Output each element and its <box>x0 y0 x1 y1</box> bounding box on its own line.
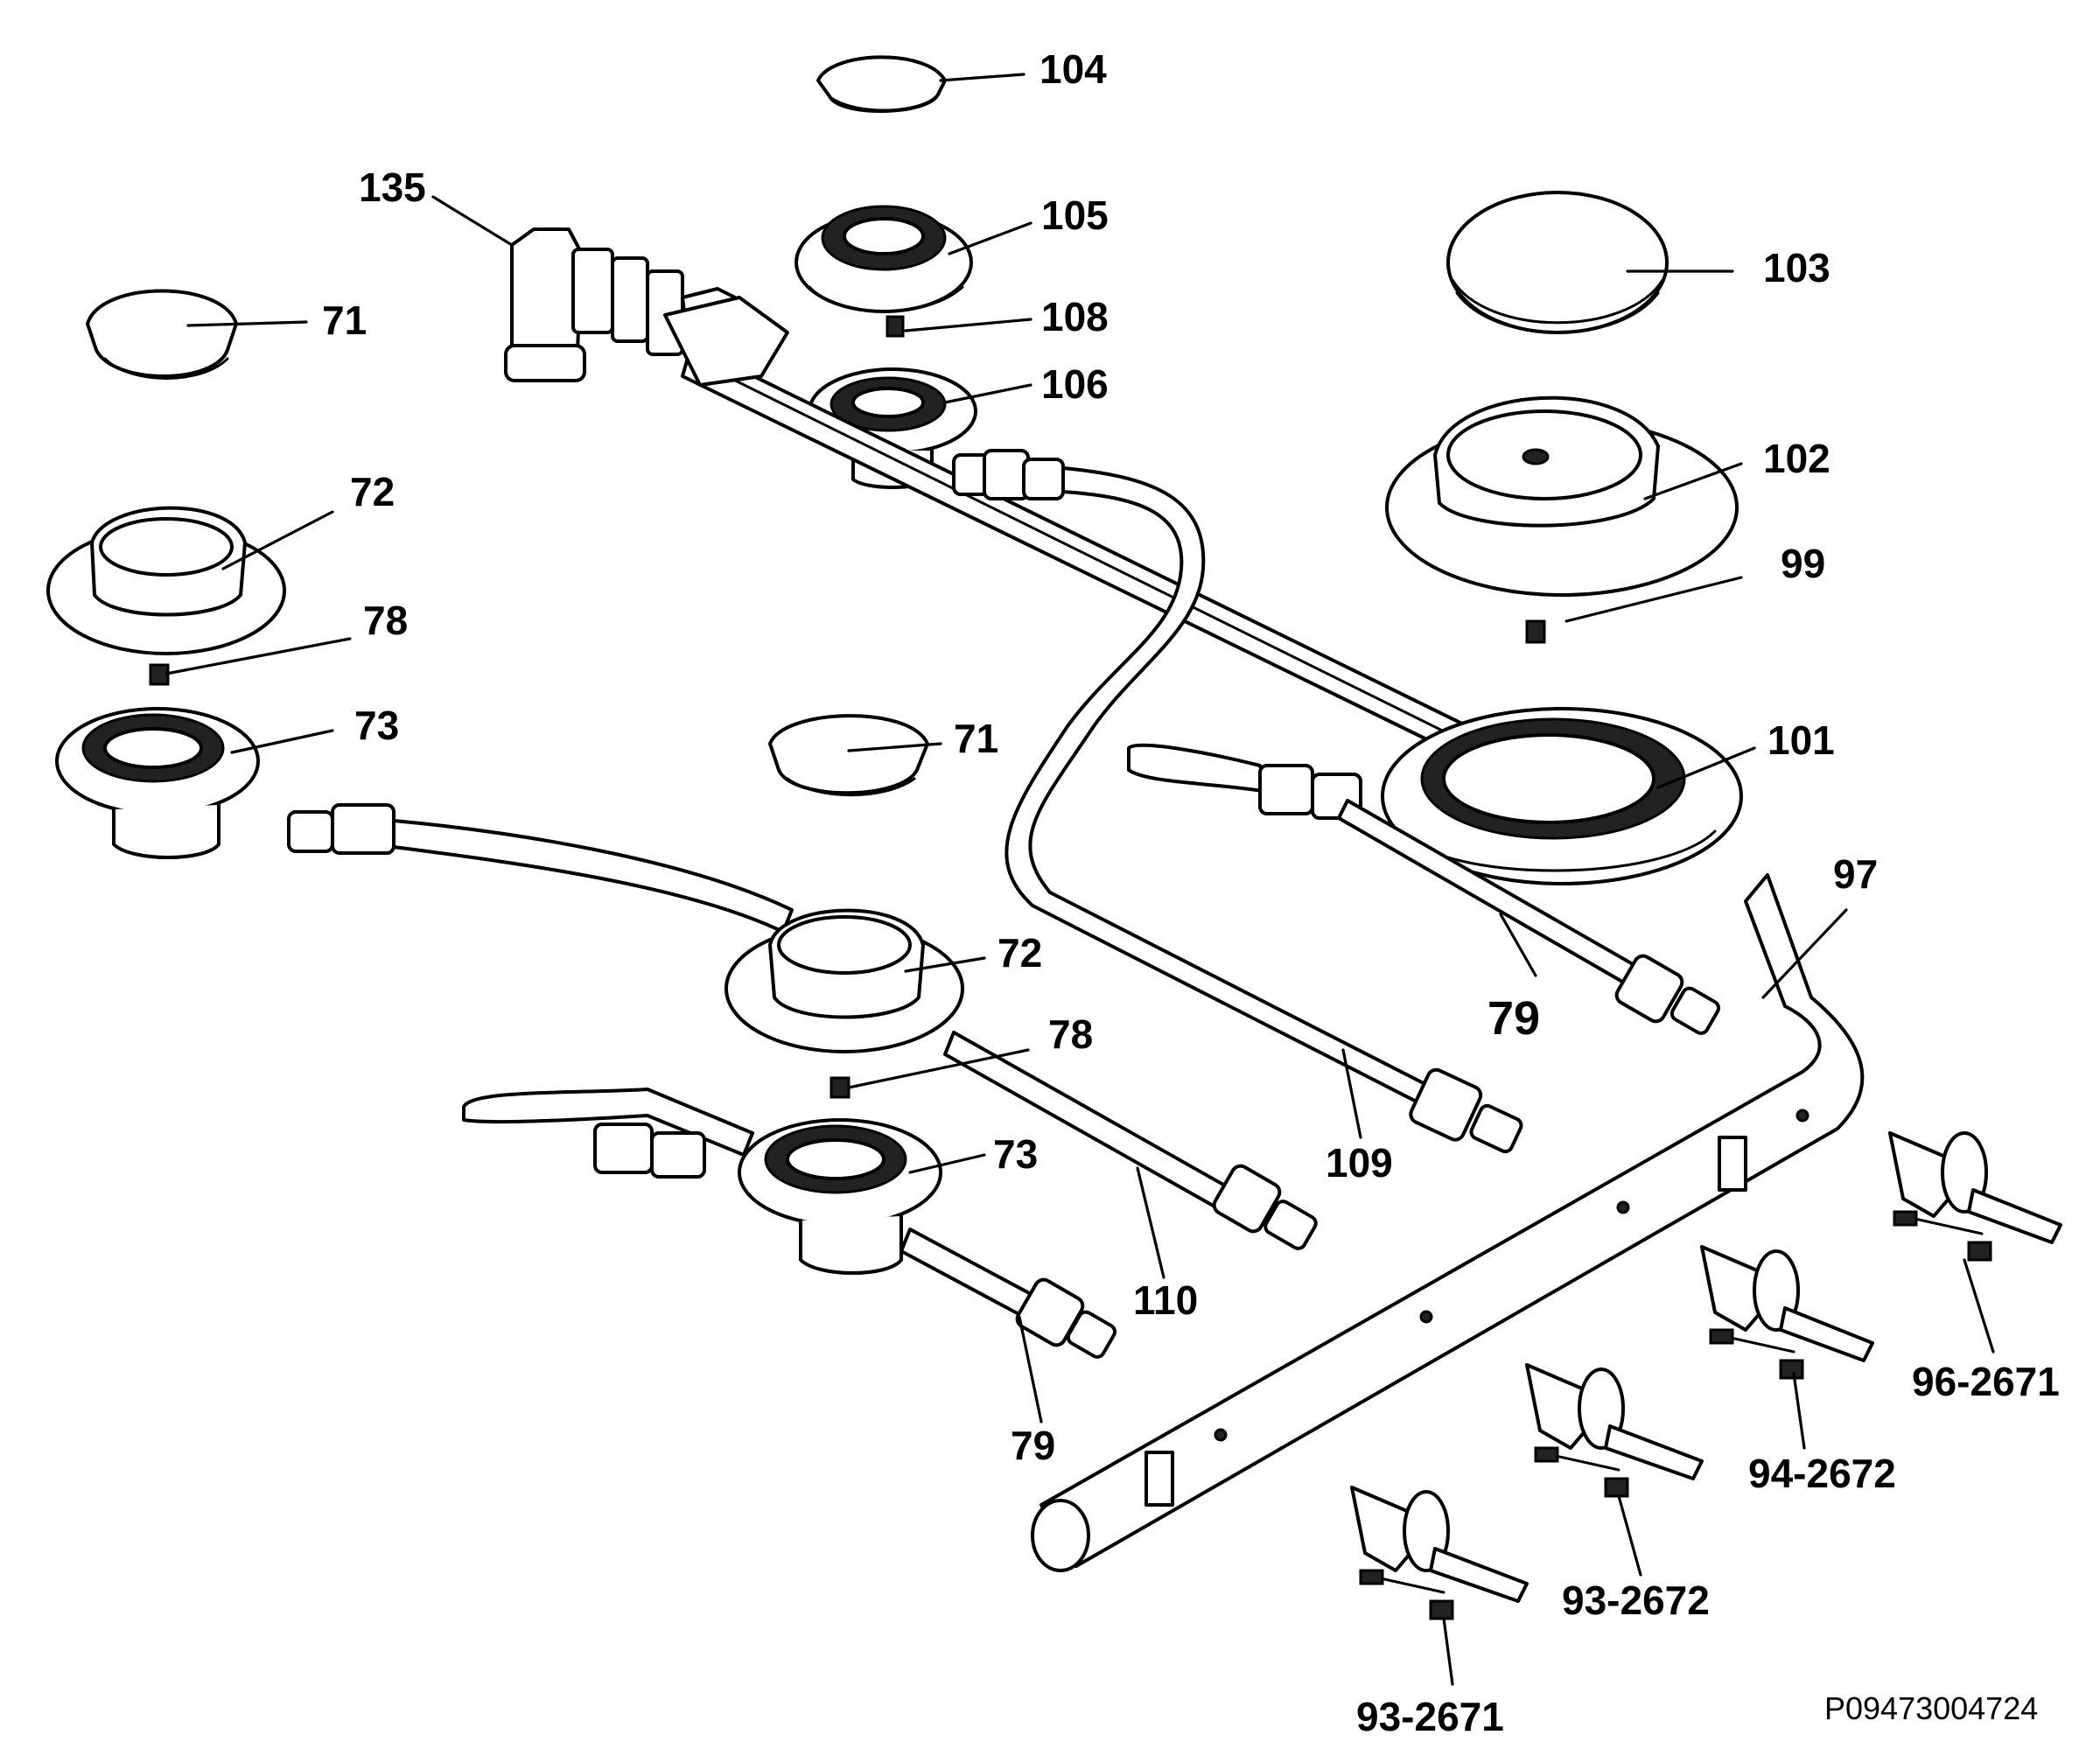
callout-71-top: 71 <box>322 297 367 343</box>
leader-96-2671 <box>1963 1258 1995 1354</box>
callout-102: 102 <box>1763 436 1830 481</box>
gas-pipe-110 <box>943 1031 1318 1250</box>
callout-106: 106 <box>1041 361 1109 407</box>
callout-93-2671: 93-2671 <box>1356 1694 1504 1739</box>
leader-93-2672 <box>1617 1494 1642 1577</box>
callout-71-center: 71 <box>954 716 998 761</box>
burner-base-73-center <box>738 1118 942 1275</box>
burner-crown-72-left <box>46 506 286 655</box>
gas-valve-96-2671 <box>1888 1131 2062 1262</box>
callout-94-2672: 94-2672 <box>1748 1451 1896 1496</box>
callout-104: 104 <box>1040 46 1107 92</box>
reference-code: P09473004724 <box>1824 1690 2038 1726</box>
leader-97 <box>1761 908 1848 999</box>
callout-135: 135 <box>359 164 426 210</box>
callout-73-center: 73 <box>993 1131 1038 1177</box>
burner-cap-71-left <box>86 289 238 380</box>
gas-valve-93-2672 <box>1525 1363 1704 1498</box>
leader-105 <box>948 221 1032 255</box>
leader-71a <box>186 320 308 327</box>
callout-97: 97 <box>1833 851 1878 897</box>
callout-labels: 104 135 105 103 71 108 106 72 102 99 78 … <box>322 46 2060 1739</box>
screw-78-center <box>830 1076 850 1099</box>
gas-pipe-left <box>287 803 794 934</box>
callout-110: 110 <box>1133 1277 1198 1323</box>
leader-101 <box>1656 746 1756 789</box>
callout-109: 109 <box>1326 1140 1393 1186</box>
burner-base-101 <box>1381 707 1743 885</box>
leader-102 <box>1643 462 1743 500</box>
leader-72a <box>221 510 334 570</box>
burner-crown-72-center <box>724 908 964 1053</box>
leader-106 <box>943 383 1032 404</box>
leader-93-2671 <box>1442 1617 1454 1686</box>
callout-78-center: 78 <box>1048 1011 1093 1057</box>
callout-96-2671: 96-2671 <box>1912 1359 2060 1404</box>
leader-73a <box>230 729 334 754</box>
connector-fitting-106 <box>952 449 1065 500</box>
screw-99 <box>1525 619 1546 644</box>
leader-135 <box>431 195 514 247</box>
gas-valve-94-2672 <box>1700 1245 1874 1380</box>
burner-cap-104 <box>816 55 947 114</box>
gas-pipe-79-lower <box>462 1088 1116 1359</box>
callout-79-right: 79 <box>1488 992 1540 1045</box>
leader-78a <box>164 637 352 675</box>
leader-109 <box>1341 1048 1362 1139</box>
callout-72-center: 72 <box>998 930 1042 976</box>
callout-79-lower: 79 <box>1011 1423 1055 1468</box>
leader-94-2672 <box>1792 1372 1806 1450</box>
callout-103: 103 <box>1763 245 1830 290</box>
leader-79a <box>1499 913 1537 977</box>
leader-110 <box>1136 1166 1166 1279</box>
burner-cap-71-center <box>768 714 929 797</box>
callout-99: 99 <box>1781 541 1825 586</box>
burner-cap-103 <box>1446 191 1669 334</box>
leader-99 <box>1564 576 1743 623</box>
burner-crown-105 <box>794 205 973 313</box>
callout-105: 105 <box>1041 192 1109 238</box>
callout-101: 101 <box>1768 717 1835 763</box>
leader-108 <box>904 318 1032 332</box>
leader-72b <box>904 956 986 973</box>
callout-108: 108 <box>1041 294 1109 339</box>
gas-pipe-109 <box>1004 466 1523 1154</box>
leader-79b <box>1018 1315 1043 1424</box>
leader-73b <box>908 1153 986 1174</box>
burner-crown-102 <box>1385 395 1739 597</box>
front-rail-97 <box>1031 873 1865 1572</box>
callout-93-2672: 93-2672 <box>1562 1578 1710 1623</box>
leader-lines <box>164 73 1995 1686</box>
screw-108 <box>886 315 905 338</box>
leader-71b <box>847 742 942 752</box>
callout-73-top: 73 <box>354 703 399 748</box>
leader-104 <box>939 73 1026 82</box>
gas-valve-93-2671 <box>1350 1486 1529 1620</box>
leader-78b <box>847 1048 1030 1089</box>
burner-base-73-left <box>55 707 260 859</box>
gas-pipe-79-upper <box>1127 743 1720 1035</box>
callout-78-top: 78 <box>363 598 408 643</box>
callout-72-top: 72 <box>350 469 395 514</box>
